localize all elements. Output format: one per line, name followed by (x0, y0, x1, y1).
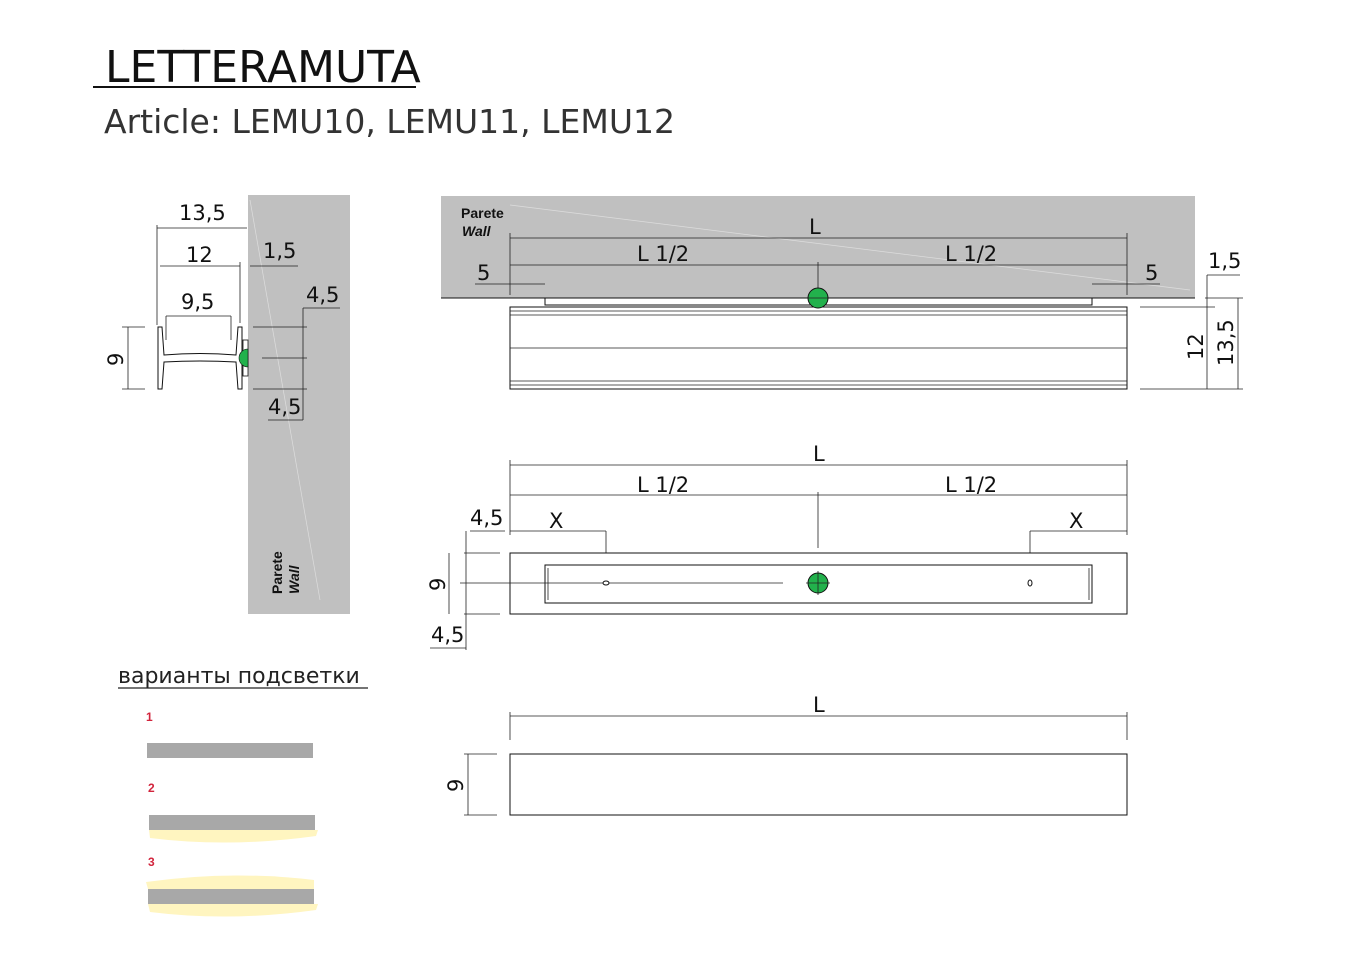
dim-4-5-top-back: 4,5 (470, 506, 503, 530)
variant-3-light-top (146, 875, 314, 889)
variant-number: 1 (146, 710, 153, 724)
dim-half-right-back: L 1/2 (945, 473, 997, 497)
variant-1-profile (147, 743, 313, 758)
lighting-variants: варианты подсветки 1 2 3 (118, 664, 368, 917)
dim-12-top: 12 (1184, 333, 1208, 360)
dim-9-back: 9 (426, 578, 450, 591)
dim-9-5: 9,5 (181, 290, 214, 314)
back-view: L L 1/2 L 1/2 X X 4,5 4,5 9 (426, 442, 1128, 650)
article-subtitle: Article: LEMU10, LEMU11, LEMU12 (104, 102, 675, 141)
dim-5-right: 5 (1145, 261, 1158, 285)
dim-1-5-top: 1,5 (1208, 249, 1241, 273)
dim-1-5: 1,5 (263, 239, 296, 263)
mount-point-icon (238, 348, 249, 368)
dim-12: 12 (186, 243, 213, 267)
screw-hole (602, 580, 610, 586)
dim-half-right: L 1/2 (945, 242, 997, 266)
dim-half-left: L 1/2 (637, 242, 689, 266)
side-view: Parete Wall 13,5 12 1,5 9,5 4,5 4,5 9 (104, 195, 350, 614)
dim-L-back: L (813, 442, 825, 466)
wall-label-en-top: Wall (462, 223, 492, 239)
dim-13-5-top: 13,5 (1214, 319, 1238, 366)
dim-4-5-top: 4,5 (306, 283, 339, 307)
variant-3-profile (148, 889, 314, 904)
wall-section (248, 195, 350, 614)
dim-half-left-back: L 1/2 (637, 473, 689, 497)
lighting-heading: варианты подсветки (118, 664, 360, 689)
dim-L-front: L (813, 693, 825, 717)
wall-label-en: Wall (286, 564, 302, 594)
wall-label-it-top: Parete (461, 205, 504, 221)
dim-L: L (809, 215, 821, 239)
screw-hole (1027, 579, 1033, 587)
profile-front (509, 753, 1128, 816)
dim-4-5-bottom: 4,5 (268, 395, 301, 419)
page-title: LETTERAMUTA (105, 42, 421, 93)
variant-3-light-bottom (148, 904, 318, 917)
variant-2-light (149, 830, 318, 843)
variant-number: 3 (148, 855, 155, 869)
dim-x-right: X (1069, 509, 1083, 533)
variant-2-profile (149, 815, 315, 830)
variant-number: 2 (148, 781, 155, 795)
dim-13-5: 13,5 (179, 201, 226, 225)
dim-9-front: 9 (444, 779, 468, 792)
dim-x-left: X (549, 509, 563, 533)
dim-9: 9 (104, 353, 128, 366)
top-view: Parete Wall L L 1/2 L 1/2 5 5 1,5 12 13,… (441, 196, 1243, 390)
dim-5-left: 5 (477, 261, 490, 285)
wall-label-it: Parete (269, 551, 285, 594)
front-view: L 9 (444, 693, 1128, 816)
profile-section (157, 326, 243, 390)
dim-4-5-bottom-back: 4,5 (431, 623, 464, 647)
